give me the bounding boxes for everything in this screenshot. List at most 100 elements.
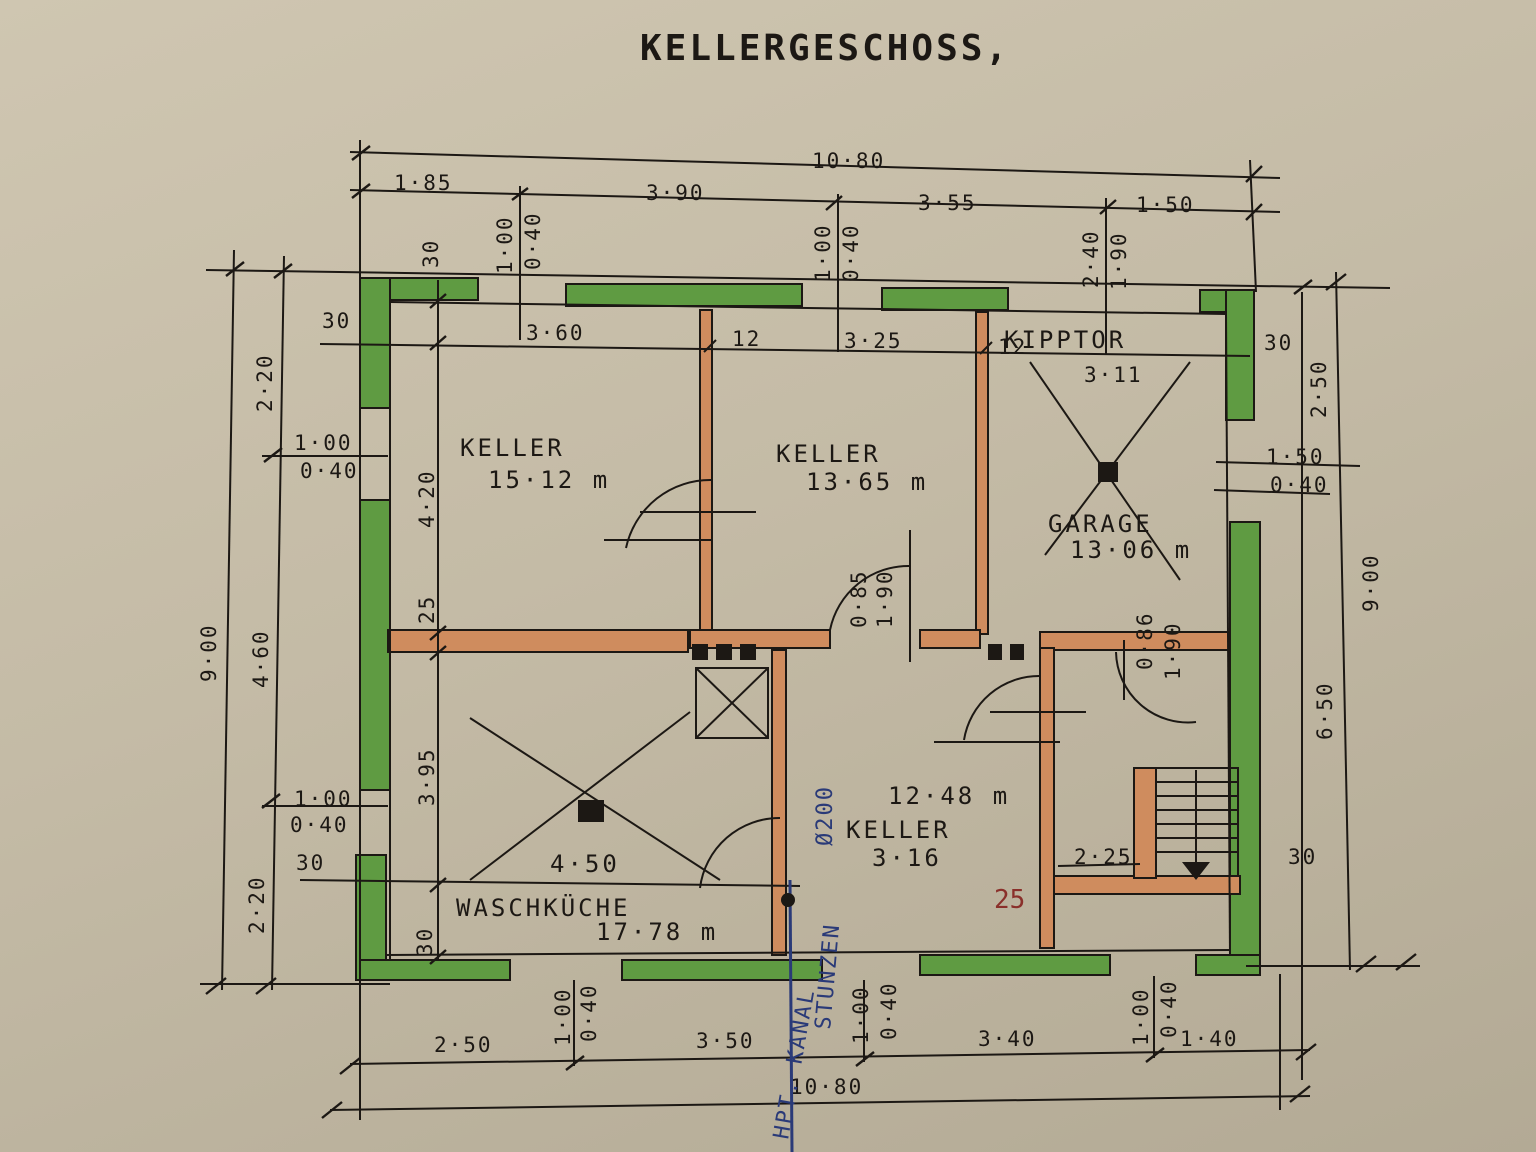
garage-name: GARAGE xyxy=(1048,510,1153,538)
right-overall-dim: 9·00 xyxy=(1359,553,1383,612)
keller3-width: 3·16 xyxy=(872,844,942,872)
inner-dim-3: 3·11 xyxy=(1084,363,1143,387)
wall-horizontal-mid xyxy=(689,629,831,649)
left-middle-dim: 4·60 xyxy=(249,629,273,688)
bottom-overall-dim: 10·80 xyxy=(790,1075,863,1099)
wall-top-mid xyxy=(565,283,803,307)
waschkueche-ceiling-light xyxy=(469,711,721,881)
top-overall-dim: 10·80 xyxy=(812,149,885,173)
wall-stair-side xyxy=(1133,767,1157,879)
door-swings xyxy=(604,478,1197,889)
wall-keller3-stair xyxy=(1039,647,1055,949)
keller1-area: 15·12 m xyxy=(488,466,610,494)
left-overall-dim: 9·00 xyxy=(197,623,221,682)
garage-door-label: KIPPTOR xyxy=(1004,326,1126,354)
top-seg2-dim: 3·90 xyxy=(646,181,705,205)
chimney-blocks xyxy=(692,644,1024,660)
wall-25-dim: 25 xyxy=(415,595,439,624)
waschkueche-width: 4·50 xyxy=(550,850,620,878)
top-seg4-dim: 1·50 xyxy=(1136,193,1195,217)
bottom-seg3-dim: 3·40 xyxy=(978,1027,1037,1051)
staircase xyxy=(1155,767,1239,880)
wall-horizontal-mid2 xyxy=(919,629,981,649)
wall-bottom-mid2 xyxy=(919,954,1111,976)
top-win1-a: 1·00 xyxy=(493,215,517,274)
stair-width: 2·25 xyxy=(1074,845,1133,869)
wall-30-top: 30 xyxy=(419,239,443,268)
top-win3-a: 2·40 xyxy=(1079,229,1103,288)
top-seg3-dim: 3·55 xyxy=(918,191,977,215)
right-wall-30: 30 xyxy=(1288,845,1317,869)
top-seg1-dim: 1·85 xyxy=(394,171,453,195)
bottom-win1-b: 0·40 xyxy=(577,983,601,1042)
top-win3-b: 1·90 xyxy=(1107,231,1131,290)
keller2-name: KELLER xyxy=(776,440,881,468)
left-win1-b: 0·40 xyxy=(300,459,359,483)
red-mark: 25 xyxy=(994,885,1025,915)
left-win2-a: 1·00 xyxy=(294,787,353,811)
inner-dim-2: 3·25 xyxy=(844,329,903,353)
bottom-win1-a: 1·00 xyxy=(551,987,575,1046)
bottom-win3-a: 1·00 xyxy=(1129,987,1153,1046)
left-upper-dim: 2·20 xyxy=(253,353,277,412)
left-win1-a: 1·00 xyxy=(294,431,353,455)
wall-horizontal-right xyxy=(1039,631,1231,651)
left-wall-30-b: 30 xyxy=(413,927,437,956)
left-wall-30-a: 30 xyxy=(296,851,325,875)
vertical-blue-label: STUNZEN xyxy=(811,922,845,1030)
wall-30-left-top: 30 xyxy=(322,309,351,333)
wall-right-lower xyxy=(1229,521,1261,973)
waschkueche-name: WASCHKÜCHE xyxy=(456,893,631,922)
wall-horizontal-left xyxy=(387,629,689,653)
wall-thickness-12b: 12 xyxy=(998,335,1027,359)
garage-ceiling-light xyxy=(1029,361,1191,581)
interior-walls xyxy=(387,309,1241,956)
bottom-win2-a: 1·00 xyxy=(849,985,873,1044)
top-win1-b: 0·40 xyxy=(521,211,545,270)
keller2-area: 13·65 m xyxy=(806,468,928,496)
shaft-box xyxy=(695,667,769,739)
pipe-diameter: Ø200 xyxy=(813,785,838,846)
wall-bottom-mid xyxy=(621,959,823,981)
right-lower-dim: 6·50 xyxy=(1313,681,1337,740)
right-upper-dim: 2·50 xyxy=(1307,359,1331,418)
door2-width: 0·86 xyxy=(1133,611,1157,670)
inner-outline xyxy=(385,300,1231,960)
dimension-lines xyxy=(200,140,1420,1120)
wall-waschkueche-keller xyxy=(771,649,787,956)
bottom-seg4-dim: 1·40 xyxy=(1180,1027,1239,1051)
door1-width: 0·85 xyxy=(847,569,871,628)
bottom-seg2-dim: 3·50 xyxy=(696,1029,755,1053)
keller1-name: KELLER xyxy=(460,434,565,462)
room1-height-dim: 4·20 xyxy=(415,469,439,528)
wall-bottom-left xyxy=(359,959,511,981)
room2-height-dim: 3·95 xyxy=(415,747,439,806)
left-win2-b: 0·40 xyxy=(290,813,349,837)
bottom-win3-b: 0·40 xyxy=(1157,979,1181,1038)
keller3-area: 12·48 m xyxy=(888,782,1010,810)
bottom-seg1-dim: 2·50 xyxy=(434,1033,493,1057)
waschkueche-area: 17·78 m xyxy=(596,918,718,946)
exterior-walls xyxy=(355,277,1261,981)
right-win-a: 1·50 xyxy=(1266,445,1325,469)
left-lower-dim: 2·20 xyxy=(245,875,269,934)
bottom-win2-b: 0·40 xyxy=(877,981,901,1040)
wall-left-mid xyxy=(359,499,391,791)
wall-thickness-12a: 12 xyxy=(732,327,761,351)
wall-keller1-keller2 xyxy=(699,309,713,636)
wall-left-upper xyxy=(359,277,391,409)
door2-height: 1·90 xyxy=(1161,621,1185,680)
right-win-b: 0·40 xyxy=(1270,473,1329,497)
door1-height: 1·90 xyxy=(873,569,897,628)
inner-dim-1: 3·60 xyxy=(526,321,585,345)
plan-title: KELLERGESCHOSS, xyxy=(640,28,1010,69)
top-win2-a: 1·00 xyxy=(811,223,835,282)
wall-30-right-top: 30 xyxy=(1264,331,1293,355)
top-win2-b: 0·40 xyxy=(839,223,863,282)
wall-keller2-garage xyxy=(975,311,989,635)
wall-top-mid2 xyxy=(881,287,1009,311)
garage-area: 13·06 m xyxy=(1070,536,1192,564)
keller3-name: KELLER xyxy=(846,816,951,844)
